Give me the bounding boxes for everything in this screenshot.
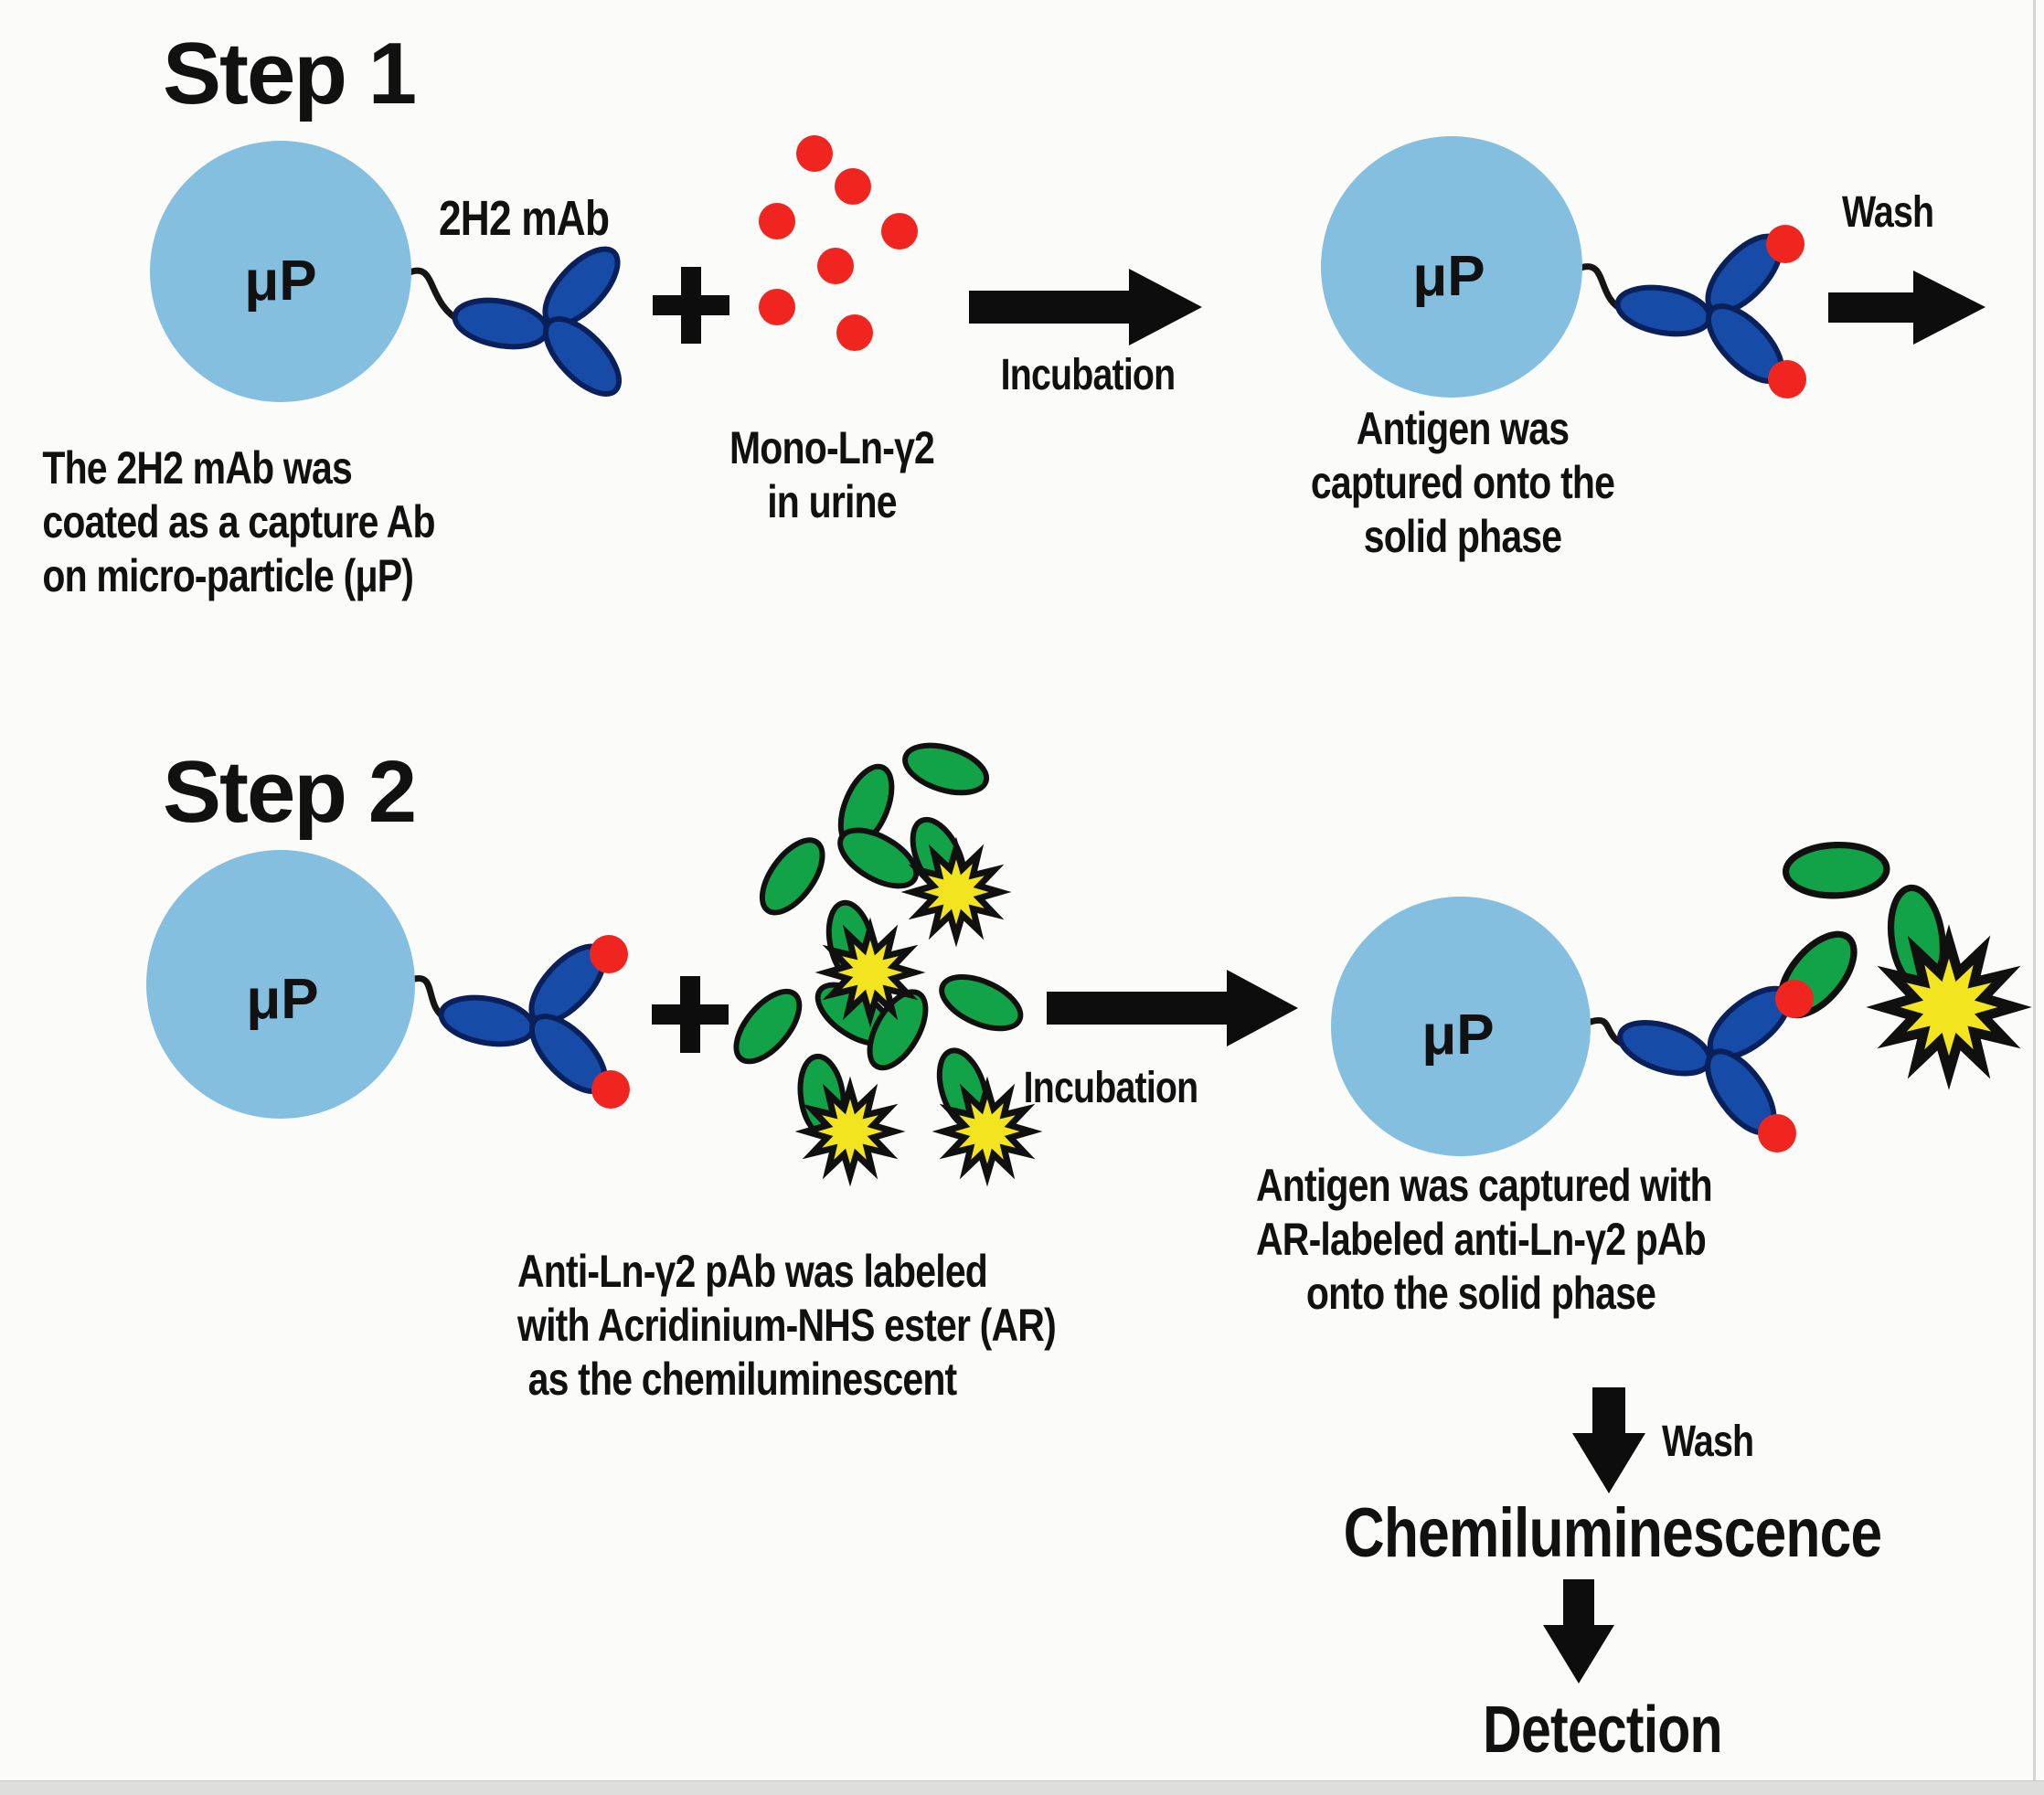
step1-heading: Step 1: [163, 25, 417, 122]
captured-antigen-dot: [1758, 1114, 1796, 1152]
chemiluminescence-label: Chemiluminescence: [1343, 1494, 1883, 1572]
microparticle-label-1: μP: [244, 250, 317, 313]
wash-arrow-right: [1828, 271, 1985, 345]
captured-antigen-dot: [1768, 360, 1806, 398]
particle-tether-1: [406, 267, 465, 325]
antigen-caption: Mono-Ln-γ2 in urine: [729, 422, 935, 527]
wash-label-step1: Wash: [1842, 188, 1934, 237]
capture-antibody-step1-left: [452, 238, 632, 406]
antigen-dot: [881, 213, 918, 250]
plus-sign-step1: [653, 267, 729, 344]
captured-antigen-dot: [590, 935, 628, 973]
microparticle-label-4: μP: [1421, 1004, 1495, 1067]
incubation-label-step2: Incubation: [1023, 1064, 1199, 1112]
wash-arrow-down: [1572, 1387, 1645, 1493]
scan-edge-bottom: [0, 1780, 2044, 1795]
capture-antibody-step1-right: [1614, 225, 1794, 393]
capture-antibody-label: 2H2 mAb: [439, 191, 610, 246]
antigen-dot: [759, 289, 795, 325]
incubation-arrow-step1: [969, 269, 1202, 345]
microparticle-label-2: μP: [1412, 245, 1485, 308]
detection-label: Detection: [1483, 1694, 1722, 1767]
detection-antibody-a: [806, 710, 1036, 931]
step2-heading: Step 2: [163, 743, 417, 841]
step2-result-caption: Antigen was captured with AR-labeled ant…: [1256, 1160, 1713, 1319]
captured-antigen-dot: [591, 1070, 630, 1109]
capture-antibody-step2-left: [438, 935, 618, 1103]
plus-sign-step2: [652, 976, 729, 1053]
antigen-dot: [817, 248, 854, 284]
incubation-arrow-step2: [1047, 970, 1298, 1046]
wash-label-step2: Wash: [1662, 1418, 1754, 1466]
incubation-label-step1: Incubation: [1000, 351, 1176, 399]
microparticle-step1-left: [150, 141, 411, 402]
antigen-dot: [835, 168, 871, 205]
step2-tracer-caption: Anti-Ln-γ2 pAb was labeled with Acridini…: [517, 1246, 1057, 1405]
step1-particle-caption: The 2H2 mAb was coated as a capture Ab o…: [42, 442, 435, 601]
captured-antigen-dot: [1775, 980, 1814, 1018]
antigen-dot: [836, 314, 873, 351]
microparticle-step1-right: [1321, 136, 1582, 398]
microparticle-label-3: μP: [246, 968, 319, 1031]
antigen-dot: [759, 203, 795, 239]
step1-result-caption: Antigen was captured onto the solid phas…: [1310, 403, 1615, 562]
microparticle-step2-right: [1331, 897, 1591, 1156]
microparticle-step2-left: [146, 850, 415, 1119]
antigen-dots-urine: [759, 135, 918, 351]
captured-antigen-dot: [1766, 225, 1804, 263]
scan-edge-right: [2033, 0, 2036, 1780]
antigen-dot: [796, 135, 833, 172]
detection-arrow-down: [1543, 1579, 1614, 1683]
